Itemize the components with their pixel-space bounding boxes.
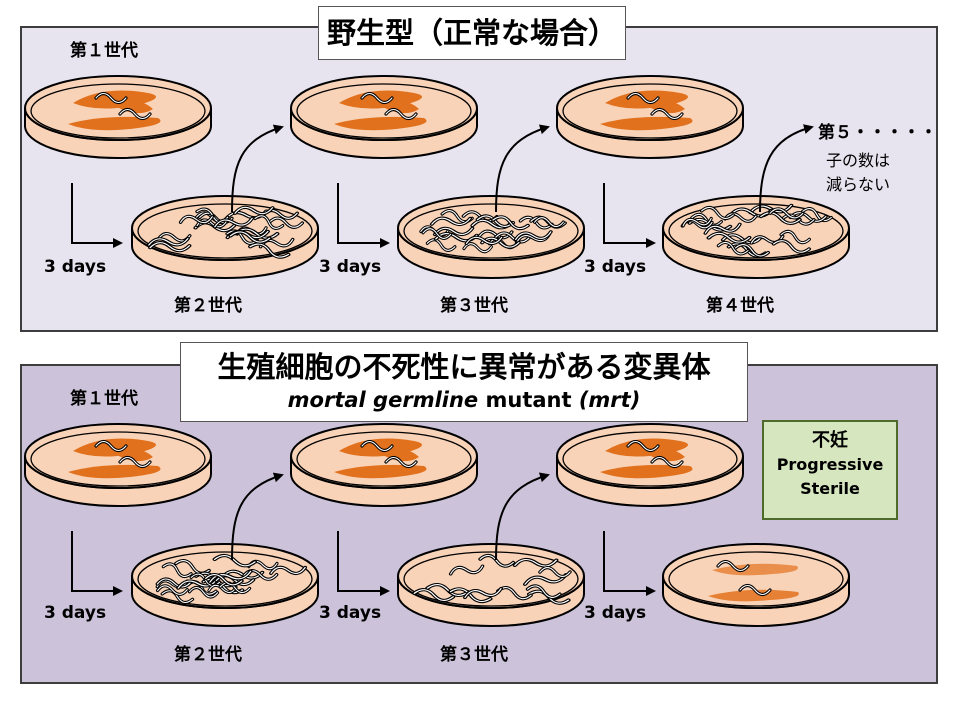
mt-days-label-1: 3 days (44, 603, 107, 623)
wt-offspring-dish-2 (397, 195, 585, 279)
mt-parent-dish-1 (24, 423, 212, 507)
orange-worm-body (113, 448, 153, 462)
orange-worm-body (113, 100, 153, 114)
orange-worm-body (68, 464, 161, 479)
orange-worm-body (334, 464, 427, 479)
sterile-en-2: Sterile (800, 479, 860, 498)
orange-worm-body (600, 464, 693, 479)
wt-gen4-label: 第４世代 (706, 296, 774, 316)
mt-3day-arrow-1 (71, 531, 123, 596)
mt-offspring-dish-1 (131, 543, 319, 627)
mt-gen2-label: 第２世代 (174, 645, 242, 665)
wt-gen5-label: 第５・・・・・ (818, 123, 937, 143)
sterile-en-1: Progressive (776, 455, 884, 474)
wt-gen3-label: 第３世代 (440, 296, 508, 316)
mutant-title-plain: mutant (478, 388, 579, 412)
wt-3day-arrow-1 (71, 183, 123, 248)
wt-note-line2: 減らない (826, 175, 891, 194)
wt-days-label-3: 3 days (584, 257, 647, 277)
mt-up-arrow-1 (231, 472, 284, 561)
wt-days-label-1: 3 days (44, 257, 107, 277)
wt-up-arrow-2 (495, 124, 550, 213)
wt-offspring-dish-3 (662, 195, 850, 279)
wt-up-arrow-3 (759, 124, 814, 213)
mt-sterile-dish (662, 543, 850, 627)
orange-worm-body (645, 448, 685, 462)
mt-parent-dish-2 (290, 423, 478, 507)
wt-gen1-label: 第１世代 (70, 41, 138, 61)
mt-parent-dish-3 (556, 423, 744, 507)
orange-worm-body (600, 116, 693, 131)
mt-gen3-label: 第３世代 (440, 645, 508, 665)
orange-worm-body (379, 448, 419, 462)
mutant-title-italic-1: mortal germline (287, 388, 479, 412)
orange-worm-body (68, 116, 161, 131)
mt-up-arrow-2 (495, 472, 550, 561)
wild-type-panel (20, 26, 938, 332)
wt-gen2-label: 第２世代 (174, 296, 242, 316)
wt-up-arrow-1 (231, 124, 284, 213)
mt-3day-arrow-2 (337, 531, 390, 596)
wt-offspring-dish-1 (131, 195, 319, 279)
wt-parent-dish-3 (556, 75, 744, 159)
wt-days-label-2: 3 days (319, 257, 382, 277)
mutant-title-en: mortal germline mutant (mrt) (181, 387, 747, 413)
orange-worm-body (708, 589, 799, 602)
mutant-title-jp: 生殖細胞の不死性に異常がある変異体 (217, 350, 711, 384)
orange-worm-body (334, 116, 427, 131)
wt-3day-arrow-2 (337, 183, 390, 248)
mt-offspring-dish-2 (397, 543, 585, 627)
progressive-sterile-box: 不妊 Progressive Sterile (762, 420, 898, 520)
mt-days-label-2: 3 days (319, 603, 382, 623)
mt-3day-arrow-3 (603, 531, 656, 596)
mt-gen1-label: 第１世代 (70, 389, 138, 409)
wt-parent-dish-1 (24, 75, 212, 159)
orange-worm-body (645, 100, 685, 114)
mt-days-label-3: 3 days (584, 603, 647, 623)
mutant-title: 生殖細胞の不死性に異常がある変異体 mortal germline mutant… (180, 342, 748, 422)
wt-parent-dish-2 (290, 75, 478, 159)
wt-3day-arrow-3 (603, 183, 656, 248)
sterile-jp: 不妊 (812, 430, 848, 451)
mutant-title-italic-2: (mrt) (578, 388, 641, 412)
wt-note-line1: 子の数は (826, 151, 891, 170)
orange-worm-body (379, 100, 419, 114)
wild-type-title: 野生型（正常な場合） (318, 6, 626, 60)
